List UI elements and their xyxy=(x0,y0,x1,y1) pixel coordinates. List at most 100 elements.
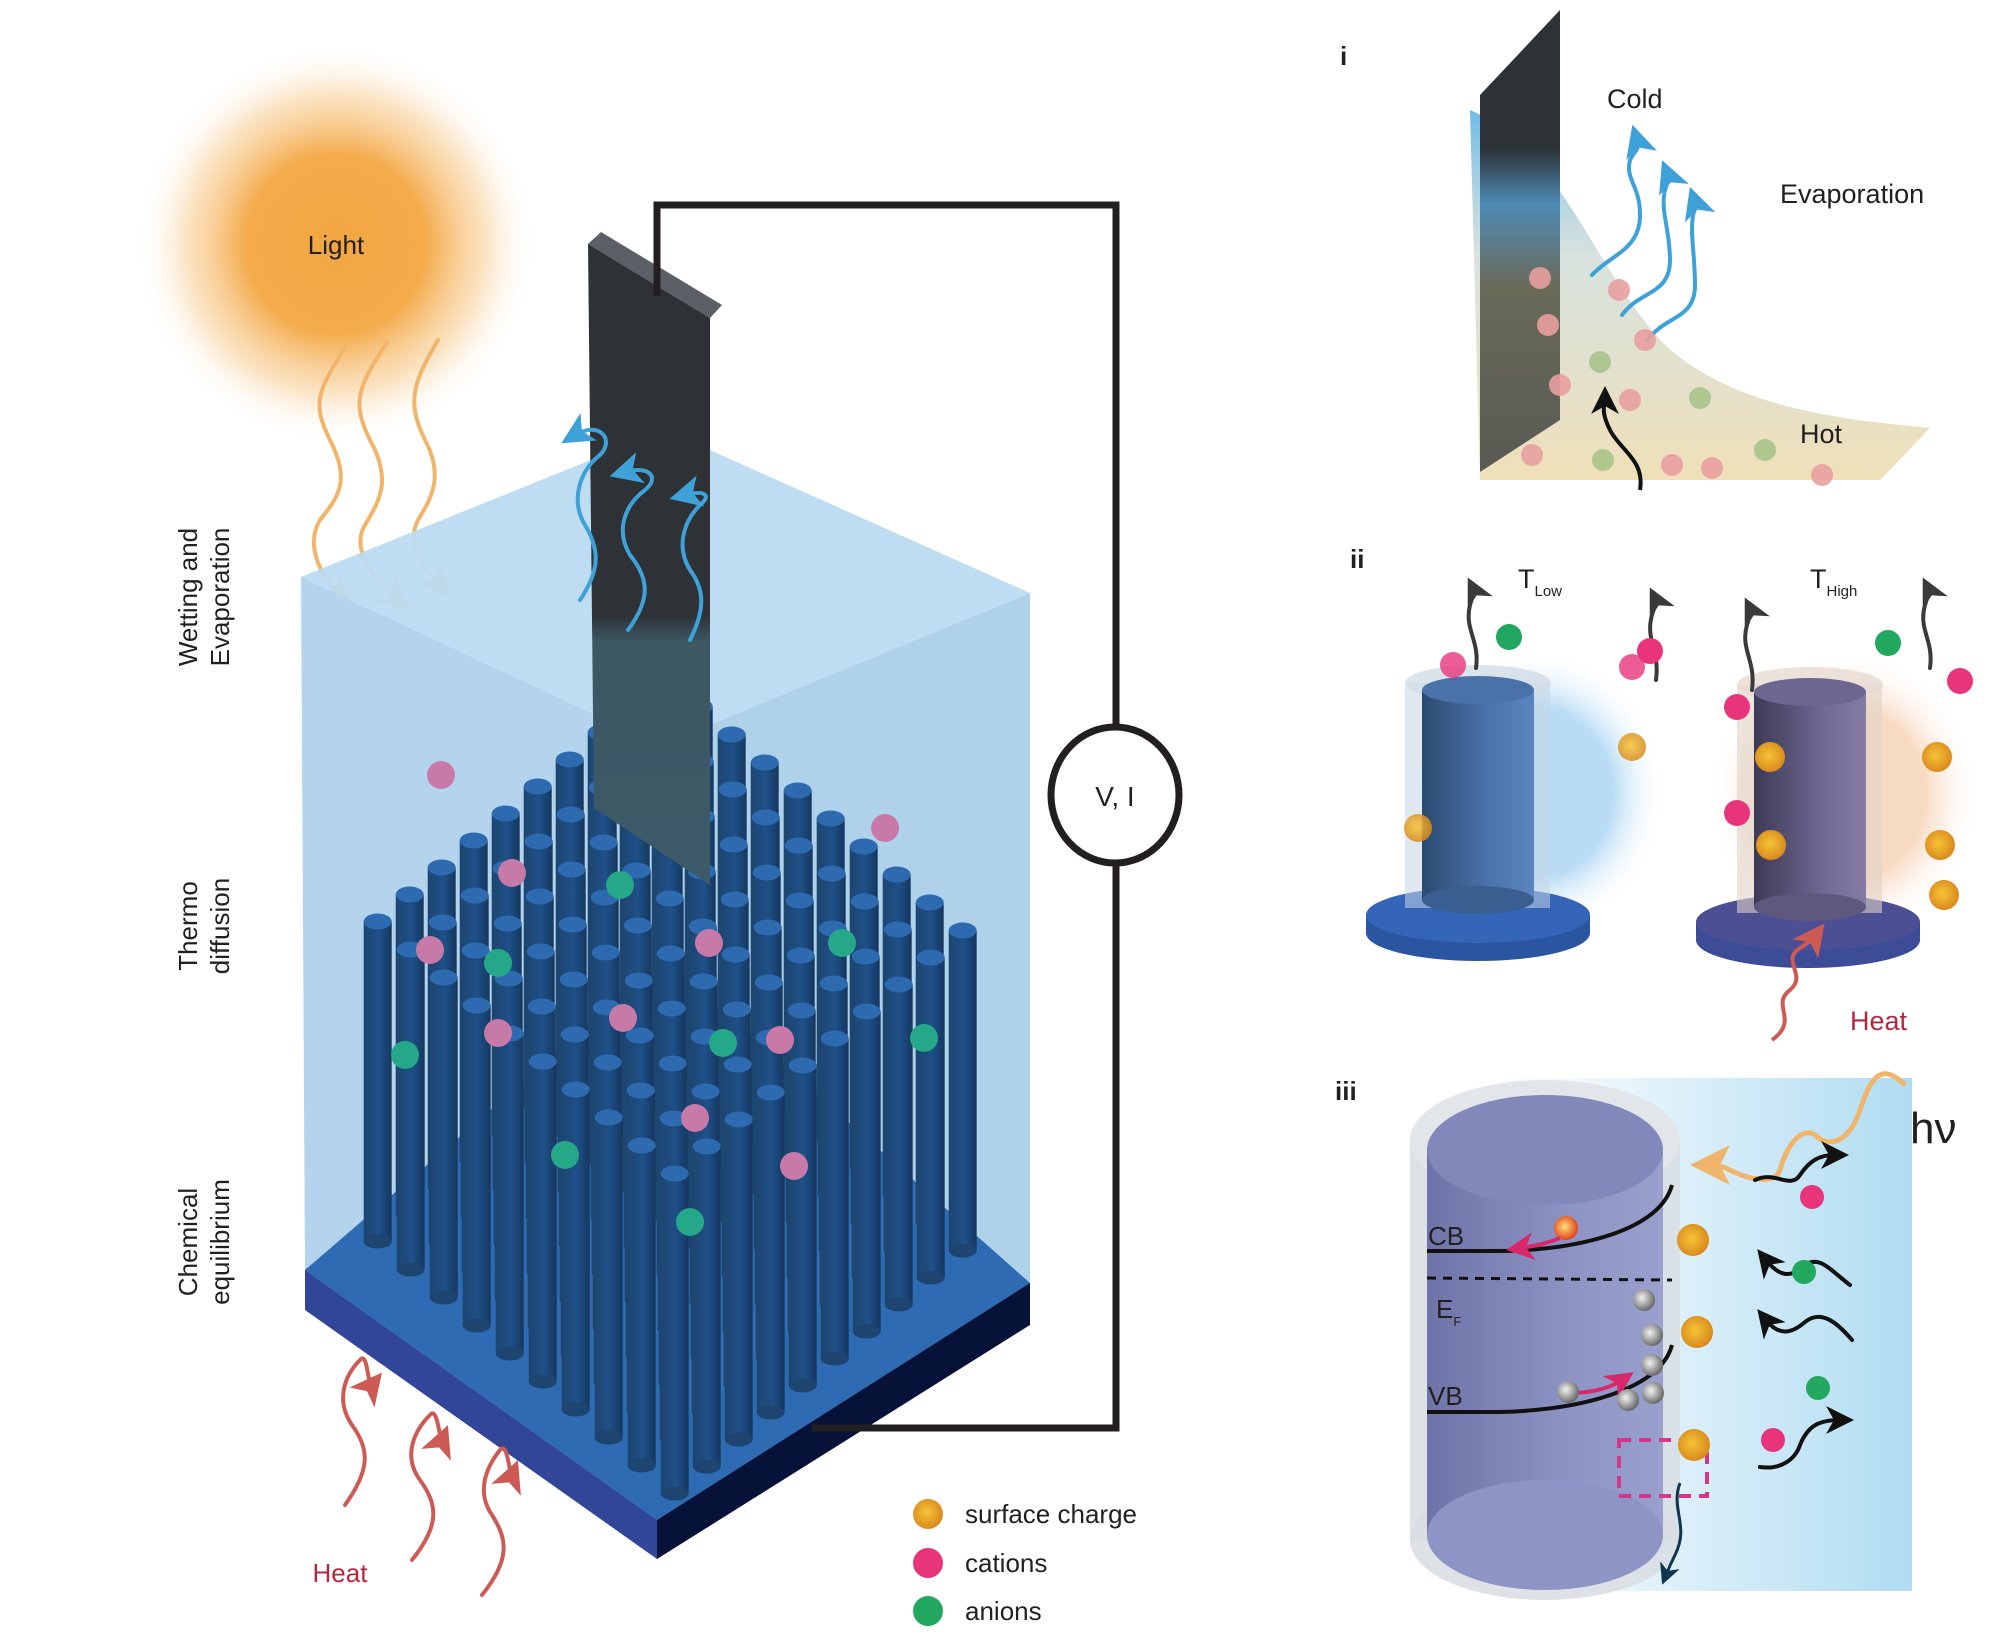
highlight-region-box xyxy=(1617,1438,1709,1498)
hot-label: Hot xyxy=(1800,419,1843,449)
nanopillar xyxy=(561,1081,590,1417)
anion-icon xyxy=(484,949,512,977)
cation-icon xyxy=(766,1026,794,1054)
surface-charge-icon xyxy=(1756,830,1786,860)
circuit-wire-bottom xyxy=(812,862,1120,1432)
anion-icon xyxy=(709,1029,737,1057)
nanopillar xyxy=(429,969,458,1305)
surface-charge-icon xyxy=(913,1499,943,1529)
sun: Light xyxy=(136,44,536,444)
cation-icon xyxy=(498,859,526,887)
cation-icon xyxy=(1440,652,1466,678)
cation-icon xyxy=(1529,267,1551,289)
ions-in-water xyxy=(391,761,938,1236)
nanopillar xyxy=(462,997,491,1333)
panel-i: i Cold Evaporation Hot xyxy=(1340,10,1930,491)
cation-icon xyxy=(1549,374,1571,396)
core xyxy=(1422,690,1534,900)
nanopillar xyxy=(820,1030,849,1366)
nanopillar xyxy=(724,1111,753,1447)
cation-icon xyxy=(871,814,899,842)
heat-wave-icon xyxy=(409,1411,451,1562)
core-top xyxy=(1427,1095,1663,1205)
side-label-line2: diffusion xyxy=(205,878,235,974)
side-label-line1: Chemical xyxy=(173,1188,203,1296)
cation-icon xyxy=(1800,1185,1824,1209)
anion-icon xyxy=(676,1208,704,1236)
circuit xyxy=(653,201,1183,1432)
panel-label: i xyxy=(1340,41,1347,71)
cation-icon xyxy=(1521,444,1543,466)
cation-icon xyxy=(484,1019,512,1047)
nanopillar xyxy=(627,1137,656,1473)
anion-icon xyxy=(828,929,856,957)
hole-icon xyxy=(1617,1389,1639,1411)
anion-icon xyxy=(551,1141,579,1169)
nanopillar xyxy=(396,941,425,1277)
nanopillar xyxy=(788,1057,817,1393)
hole-icon xyxy=(1641,1324,1663,1346)
vapor-wave-icon xyxy=(1620,160,1689,317)
legend-item-surface-charge: surface charge xyxy=(913,1499,1137,1529)
core-top xyxy=(1754,678,1866,706)
anion-icon xyxy=(913,1596,943,1626)
cation-icon xyxy=(780,1152,808,1180)
vapor-wave-icon xyxy=(609,452,654,632)
side-label-line1: Thermo xyxy=(173,881,203,971)
legend-label: anions xyxy=(965,1596,1042,1626)
surface-charge-icon xyxy=(1678,1429,1710,1461)
core xyxy=(1427,1150,1663,1535)
hole-drift-arrow-icon xyxy=(1574,1372,1634,1400)
cation-icon xyxy=(1619,654,1645,680)
base-left-side xyxy=(305,1270,657,1559)
heat-wave-icon xyxy=(341,1356,383,1507)
nanopillar xyxy=(948,922,977,1258)
photon-wave-icon xyxy=(1690,1071,1907,1186)
core-top xyxy=(1422,676,1534,704)
anion-icon xyxy=(606,871,634,899)
nanopillar xyxy=(528,1053,557,1389)
fermi-level-line xyxy=(1426,1276,1673,1282)
cation-icon xyxy=(1701,457,1723,479)
meter-circle xyxy=(1047,723,1183,867)
cation-icon xyxy=(913,1548,943,1578)
legend-label: cations xyxy=(965,1548,1047,1578)
vapor-wave-icon xyxy=(669,475,708,642)
anion-icon xyxy=(1754,439,1776,461)
evaporation-label: Evaporation xyxy=(1780,179,1924,209)
cation-icon xyxy=(1619,389,1641,411)
t-high-label: THigh xyxy=(1810,564,1857,600)
panel-ii: ii TLow THigh xyxy=(1350,544,1980,1042)
core-bottom xyxy=(1427,1480,1663,1590)
escape-arrow-icon xyxy=(1921,577,1948,670)
ion-motion-arrow-icon xyxy=(1753,1141,1849,1183)
cation-icon xyxy=(609,1004,637,1032)
ions-panel-iii xyxy=(1677,1185,1830,1461)
legend: surface charge cations anions xyxy=(913,1499,1137,1626)
heat-label: Heat xyxy=(1850,1006,1908,1036)
surface-charge-icon xyxy=(1922,742,1952,772)
surface-charge-icon xyxy=(1755,742,1785,772)
electrode xyxy=(588,232,722,885)
electrode-plate xyxy=(1480,10,1560,472)
vapor-wave-icon xyxy=(561,413,608,602)
side-label-thermo: Thermo diffusion xyxy=(173,878,235,974)
legend-label: surface charge xyxy=(965,1499,1137,1529)
cation-icon xyxy=(695,929,723,957)
side-label-line2: equilibrium xyxy=(205,1179,235,1305)
vb-label: VB xyxy=(1428,1381,1463,1411)
cation-icon xyxy=(1811,464,1833,486)
surface-charge-icon xyxy=(1404,814,1432,842)
legend-item-anions: anions xyxy=(913,1596,1042,1626)
side-label-line1: Wetting and xyxy=(173,528,203,666)
cation-icon xyxy=(1634,329,1656,351)
light-wave-icon xyxy=(311,343,352,607)
core-bottom xyxy=(1754,893,1866,921)
nanopillar xyxy=(692,1138,721,1474)
hole-icon xyxy=(1633,1289,1655,1311)
anion-icon xyxy=(1496,624,1522,650)
meter-label: V, I xyxy=(1095,781,1134,812)
escape-arrow-icon xyxy=(1743,597,1770,692)
core-bottom xyxy=(1422,886,1534,914)
surface-charge-icon xyxy=(1618,733,1646,761)
